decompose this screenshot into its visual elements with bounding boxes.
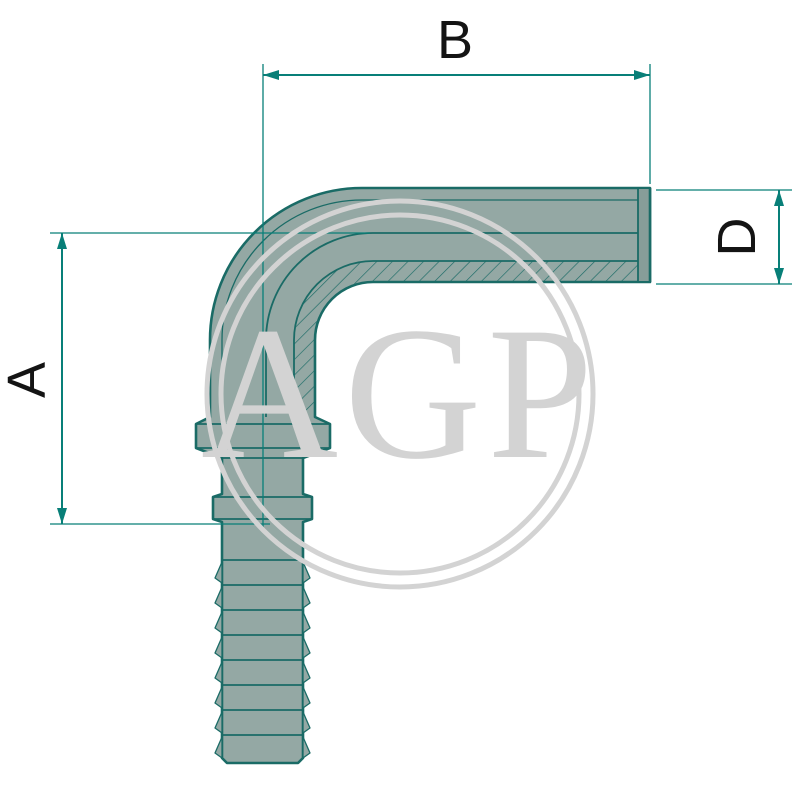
watermark: AGP [201,198,599,590]
dimension-a-arrow-bottom [57,508,67,524]
bore-wall-line [293,260,648,417]
bore-centre-line [265,232,648,417]
end-cap-band [638,189,650,281]
watermark-text: AGP [201,289,599,499]
dimension-b-label: B [437,10,473,70]
barb-teeth-left [214,561,223,759]
dimension-a-arrow-top [57,233,67,249]
barb-teeth-right [302,561,311,759]
dimension-b-arrow-right [634,70,650,80]
dimension-d-arrow-bottom [774,268,784,284]
barb-ridge-lines [222,559,303,736]
hatch-section [294,261,648,417]
dimension-a-label: A [0,362,57,398]
dimension-d-label: D [707,218,767,257]
watermark-outer-circle [204,198,596,590]
watermark-inner-circle [218,212,582,576]
dimension-d-arrow-top [774,190,784,206]
dimension-d: D [656,189,792,285]
dimension-b: B [262,10,651,528]
dimension-b-arrow-left [263,70,279,80]
dimension-a: A [0,232,370,525]
